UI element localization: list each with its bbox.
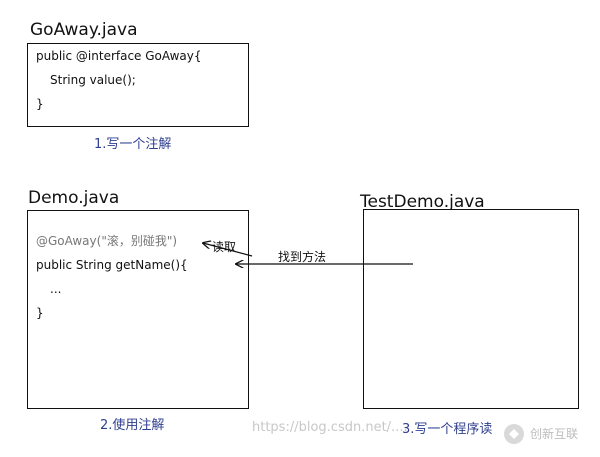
- goaway-code-box: public @interface GoAway{ String value()…: [27, 43, 249, 127]
- goaway-file-title: GoAway.java: [30, 20, 138, 40]
- testdemo-file-title: TestDemo.java: [360, 192, 485, 212]
- watermark-url: https://blog.csdn.net/....: [252, 420, 408, 435]
- brand-logo-icon: [503, 423, 525, 445]
- demo-file-title: Demo.java: [28, 188, 120, 208]
- testdemo-caption: 3.写一个程序读: [402, 422, 493, 437]
- goaway-code-line-3: }: [36, 97, 44, 111]
- read-label: 读取: [212, 240, 237, 254]
- goaway-code-line-2: String value();: [50, 73, 136, 87]
- testdemo-box: [363, 209, 579, 409]
- watermark-brand: 创新互联: [530, 427, 579, 441]
- read-arrow: [203, 243, 253, 257]
- find-method-label: 找到方法: [278, 250, 327, 264]
- demo-annotation-line: @GoAway("滚，别碰我"): [36, 234, 178, 248]
- demo-caption: 2.使用注解: [100, 418, 165, 433]
- demo-code-line-2: ...: [50, 282, 62, 296]
- goaway-caption: 1.写一个注解: [94, 137, 172, 152]
- demo-code-line-3: }: [36, 306, 44, 320]
- demo-code-line-1: public String getName(){: [36, 258, 188, 272]
- goaway-code-line-1: public @interface GoAway{: [36, 49, 202, 63]
- demo-code-box: @GoAway("滚，别碰我") public String getName()…: [27, 210, 249, 409]
